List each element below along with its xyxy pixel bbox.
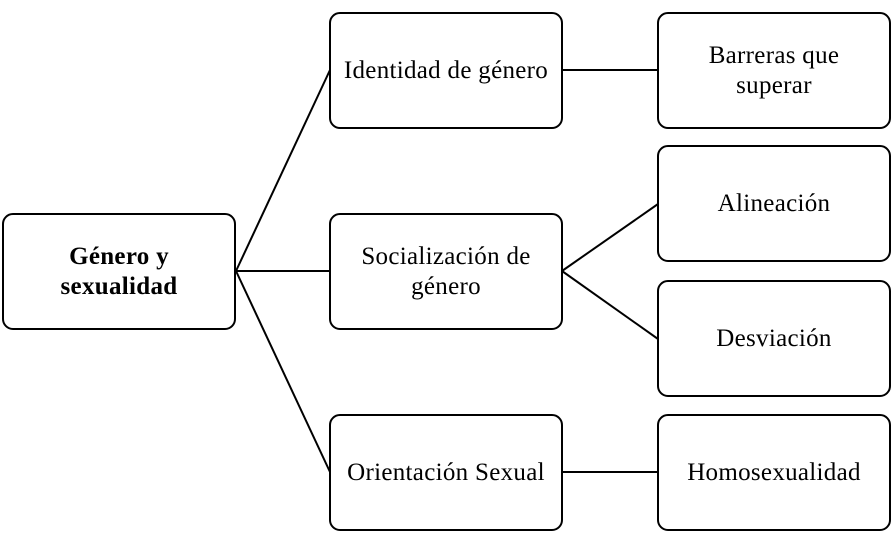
node-genero-sexualidad: Género y sexualidad: [2, 213, 236, 330]
node-socializacion-genero: Socialización de género: [329, 213, 563, 330]
connector-socializacion-desviacion: [561, 270, 659, 340]
node-alineacion: Alineación: [657, 145, 891, 262]
node-label: Orientación Sexual: [347, 458, 545, 486]
node-homosexualidad: Homosexualidad: [657, 414, 891, 531]
node-barreras-superar: Barreras que superar: [657, 12, 891, 129]
node-label: Barreras que superar: [708, 41, 840, 99]
node-desviacion: Desviación: [657, 280, 891, 397]
connector-root-orientacion: [235, 270, 331, 473]
node-label: Socialización de género: [361, 242, 531, 300]
node-label: Identidad de género: [343, 56, 549, 84]
node-label: Alineación: [717, 189, 831, 217]
node-identidad-genero: Identidad de género: [329, 12, 563, 129]
node-label: Homosexualidad: [687, 458, 861, 486]
node-label: Género y sexualidad: [60, 242, 178, 300]
connector-socializacion-alineacion: [561, 203, 659, 272]
node-label: Desviación: [716, 324, 832, 352]
node-orientacion-sexual: Orientación Sexual: [329, 414, 563, 531]
connector-root-identidad: [235, 69, 331, 272]
